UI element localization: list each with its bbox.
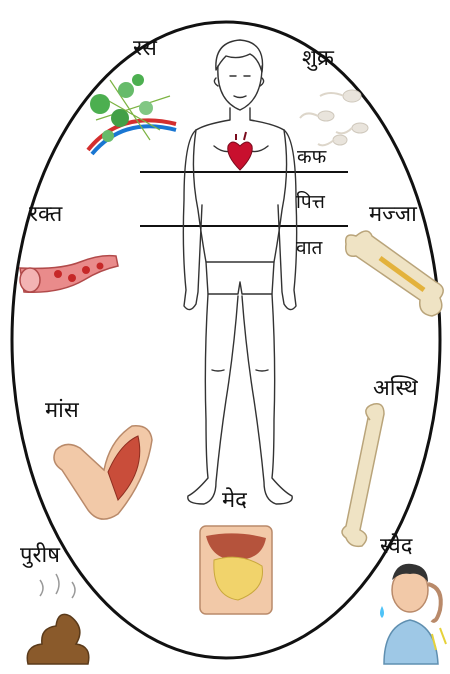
label-majja: मज्जा [369, 204, 417, 226]
muscle-arm-icon [54, 426, 152, 519]
capillary-network-icon [88, 74, 176, 154]
label-maans: मांस [45, 400, 79, 422]
dosha-kapha: कफ [297, 148, 326, 167]
femur-bone-icon [342, 404, 384, 547]
label-sved: स्वेद [380, 536, 412, 558]
dosha-vata: वात [296, 239, 322, 258]
label-rakt: रक्त [29, 204, 62, 226]
sperm-icon [300, 90, 368, 145]
feces-icon [27, 574, 89, 664]
blood-vessel-icon [20, 256, 118, 293]
label-shukra: शुक्र [302, 48, 334, 70]
label-ras: रस [133, 38, 157, 60]
human-body-outline [183, 40, 296, 504]
sweating-person-icon [380, 564, 446, 664]
abdomen-fat-icon [200, 526, 272, 614]
heart-icon [228, 132, 253, 170]
label-asthi: अस्थि [373, 378, 418, 400]
label-pureesh: पुरीष [20, 545, 60, 567]
label-med: मेद [222, 490, 247, 512]
dosha-pitta: पित्त [296, 193, 325, 212]
